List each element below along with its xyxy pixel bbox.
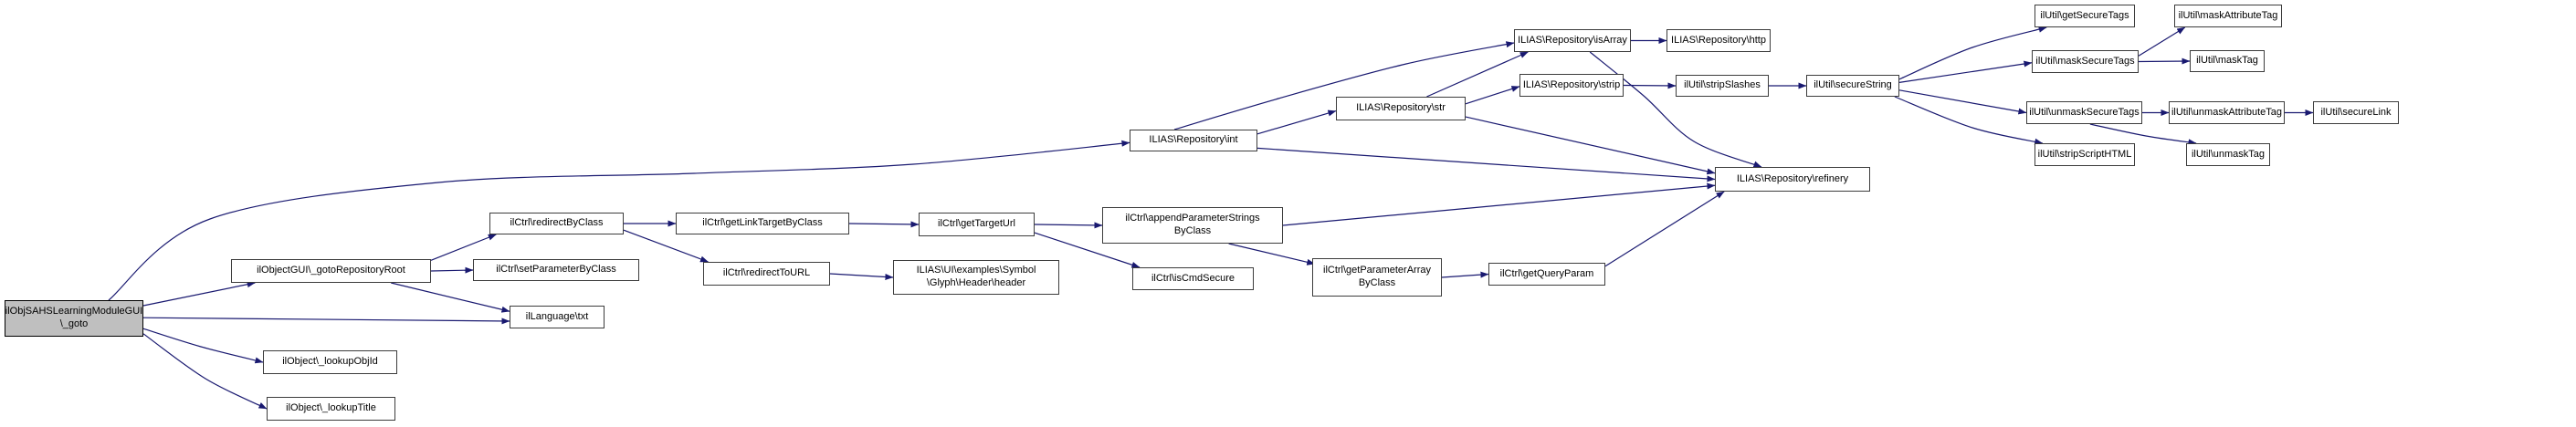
edge-strip-stripSlashes <box>1623 82 1677 89</box>
edge-goto-root <box>142 281 256 307</box>
graph-node-maskSecure[interactable]: ilUtil\maskSecureTags <box>2032 50 2139 73</box>
graph-node-getQuery[interactable]: ilCtrl\getQueryParam <box>1488 263 1605 286</box>
graph-node-secureLink[interactable]: ilUtil\secureLink <box>2313 101 2399 124</box>
edge-int-str <box>1256 109 1337 135</box>
edge-secureString-unmaskSecure <box>1898 89 2027 115</box>
edge-secureString-stripScript <box>1894 96 2044 145</box>
edge-str-isArray <box>1426 51 1529 98</box>
edge-maskSecure-maskTag <box>2138 57 2191 65</box>
graph-node-setParam[interactable]: ilCtrl\setParameterByClass <box>473 259 639 281</box>
graph-node-getParamArr[interactable]: ilCtrl\getParameterArray ByClass <box>1312 258 1442 297</box>
graph-node-isCmd[interactable]: ilCtrl\isCmdSecure <box>1132 267 1254 290</box>
edge-getQuery-refinery <box>1604 191 1725 267</box>
graph-node-str[interactable]: ILIAS\Repository\str <box>1336 97 1466 120</box>
graph-node-appendParam[interactable]: ilCtrl\appendParameterStrings ByClass <box>1102 207 1283 244</box>
graph-node-getSecure[interactable]: ilUtil\getSecureTags <box>2035 5 2135 27</box>
edge-redirect-toURL <box>623 229 709 263</box>
graph-node-txt[interactable]: ilLanguage\txt <box>510 306 605 328</box>
graph-node-int[interactable]: ILIAS\Repository\int <box>1130 130 1257 151</box>
graph-node-redirect[interactable]: ilCtrl\redirectByClass <box>489 213 624 234</box>
edge-goto-int <box>108 140 1130 301</box>
edge-getTarget-isCmd <box>1034 232 1141 268</box>
edge-secureString-getSecure <box>1898 26 2047 80</box>
graph-node-http[interactable]: ILIAS\Repository\http <box>1667 29 1771 52</box>
edge-root-setParam <box>430 266 474 274</box>
graph-node-unmaskAttr[interactable]: ilUtil\unmaskAttributeTag <box>2169 101 2285 124</box>
edge-getTarget-appendParam <box>1034 222 1103 229</box>
graph-node-getTarget[interactable]: ilCtrl\getTargetUrl <box>919 213 1035 236</box>
edge-unmaskSecure-unmaskTag <box>2089 123 2197 146</box>
graph-node-maskTag[interactable]: ilUtil\maskTag <box>2190 50 2265 72</box>
edge-goto-title <box>142 333 268 410</box>
graph-node-refinery[interactable]: ILIAS\Repository\refinery <box>1715 167 1870 192</box>
edge-int-isArray <box>1173 41 1515 130</box>
edge-toURL-header <box>829 273 894 280</box>
edge-root-redirect <box>430 234 497 261</box>
graph-node-maskAttr[interactable]: ilUtil\maskAttributeTag <box>2174 5 2282 27</box>
graph-node-toURL[interactable]: ilCtrl\redirectToURL <box>703 262 830 286</box>
graph-node-root[interactable]: ilObjectGUI\_gotoRepositoryRoot <box>231 259 431 283</box>
edge-int-refinery <box>1256 147 1716 182</box>
edge-getParamArr-getQuery <box>1441 271 1489 278</box>
graph-node-header[interactable]: ILIAS\UI\examples\Symbol \Glyph\Header\h… <box>893 260 1059 295</box>
edge-str-strip <box>1465 86 1520 105</box>
edge-appendParam-getParamArr <box>1228 243 1316 266</box>
graph-node-unmaskSecure[interactable]: ilUtil\unmaskSecureTags <box>2026 101 2142 124</box>
edge-appendParam-refinery <box>1282 182 1716 226</box>
graph-node-unmaskTag[interactable]: ilUtil\unmaskTag <box>2186 143 2270 166</box>
edge-root-txt <box>391 282 510 313</box>
edge-maskSecure-maskAttr <box>2138 26 2186 57</box>
graph-node-stripSlashes[interactable]: ilUtil\stripSlashes <box>1676 75 1769 97</box>
graph-node-strip[interactable]: ILIAS\Repository\strip <box>1519 74 1624 97</box>
edge-str-refinery <box>1465 116 1716 175</box>
graph-node-getLink[interactable]: ilCtrl\getLinkTargetByClass <box>676 213 849 234</box>
graph-node-isArray[interactable]: ILIAS\Repository\isArray <box>1514 29 1631 52</box>
graph-node-secureString[interactable]: ilUtil\secureString <box>1806 75 1899 97</box>
edge-goto-txt <box>142 317 510 325</box>
edge-goto-objId <box>142 328 264 364</box>
edge-secureString-maskSecure <box>1898 60 2033 83</box>
graph-node-stripScript[interactable]: ilUtil\stripScriptHTML <box>2035 143 2135 166</box>
graph-node-goto[interactable]: ilObjSAHSLearningModuleGUI \_goto <box>5 300 143 337</box>
graph-node-objId[interactable]: ilObject\_lookupObjId <box>263 350 397 374</box>
edge-isArray-refinery <box>1589 51 1762 168</box>
graph-node-title[interactable]: ilObject\_lookupTitle <box>267 397 395 421</box>
